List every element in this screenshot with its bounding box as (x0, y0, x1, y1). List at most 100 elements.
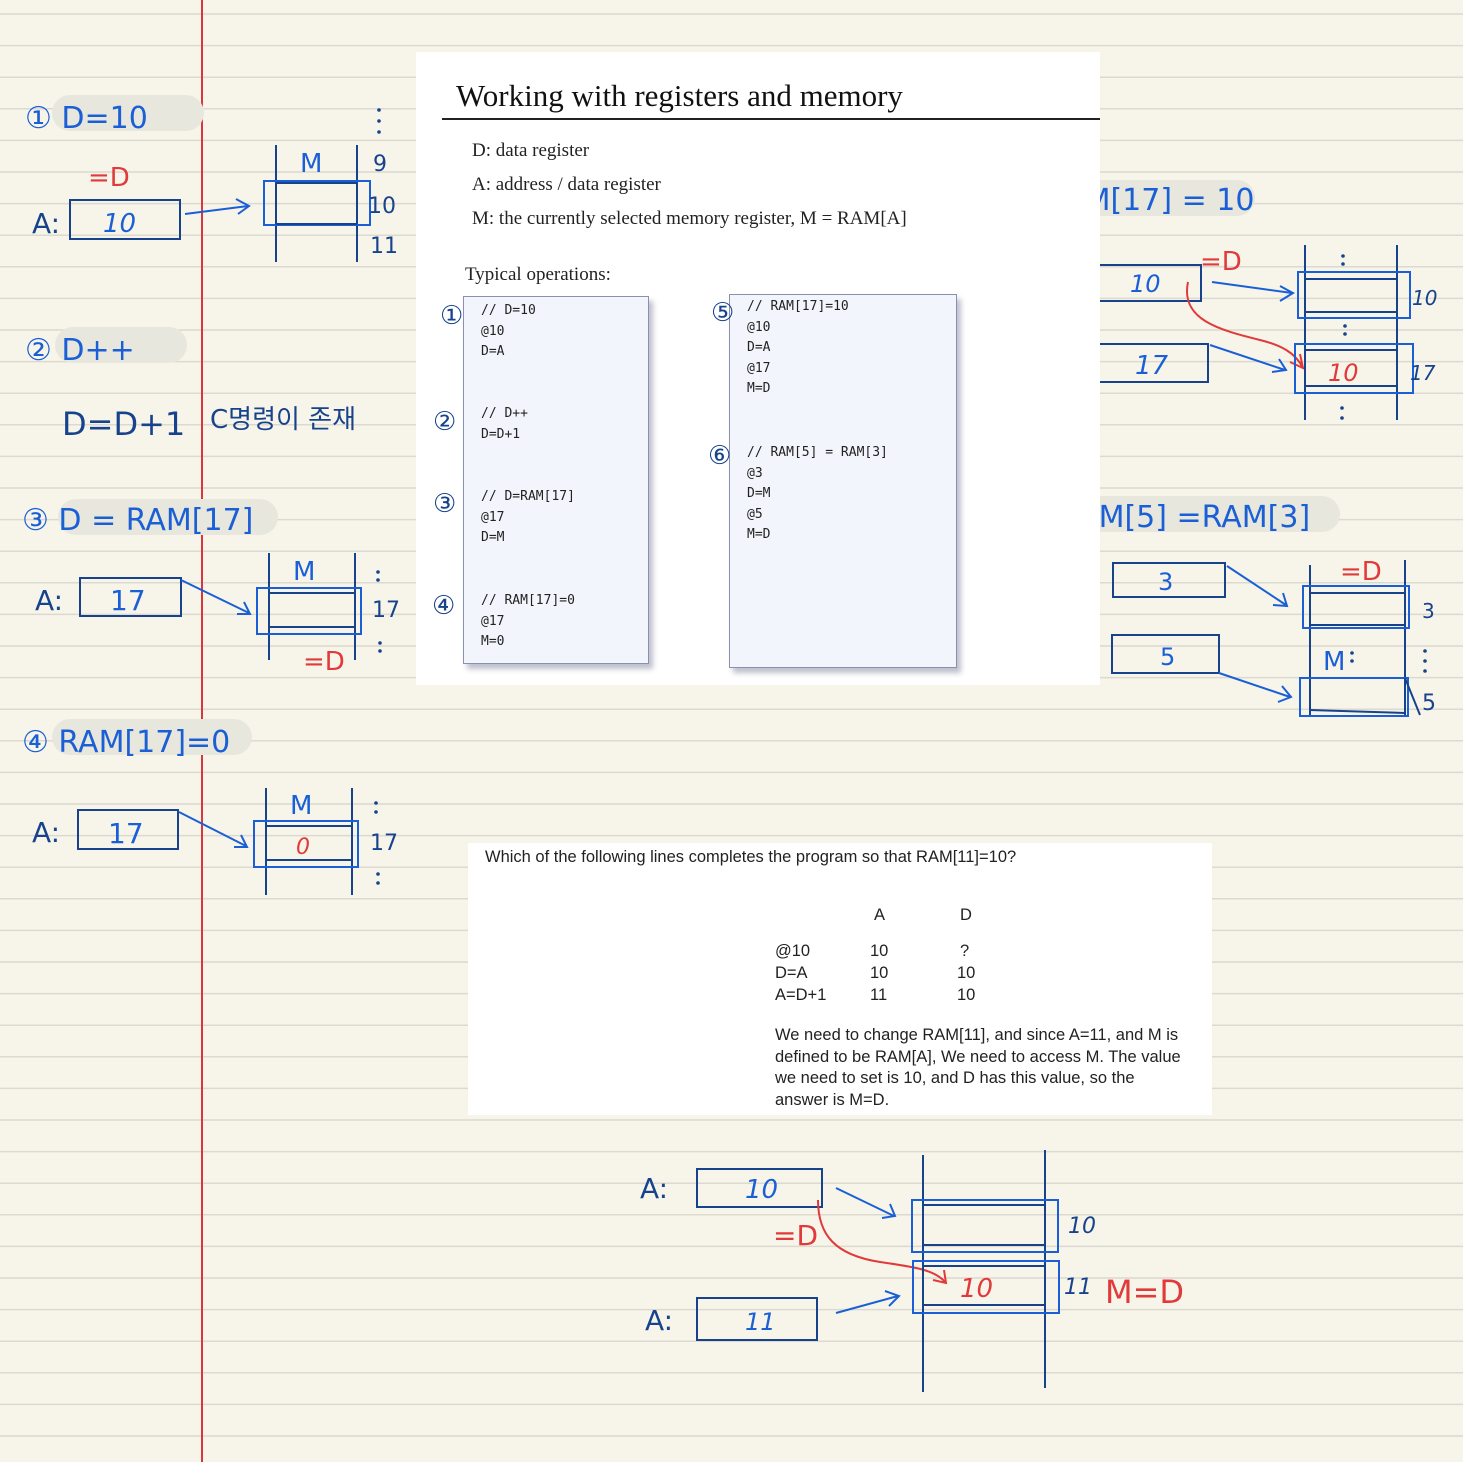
section-4: ④ RAM[17]=0 A: 17 M 0 17 (22, 725, 398, 895)
table-header-a: A (874, 906, 886, 924)
section-1-a-box (69, 199, 181, 240)
marker-1: ① (440, 301, 463, 331)
section-1: ① D=10 =D A: 10 M 9 10 11 (25, 101, 398, 262)
section-6-cell-5 (1299, 677, 1409, 717)
section-4-a-value: 17 (108, 817, 144, 850)
section-6-a2-box (1111, 634, 1220, 674)
section-2-note: C명령이 존재 (210, 405, 356, 435)
answer-cell-10 (911, 1199, 1059, 1253)
section-5-dots (1340, 254, 1347, 420)
answer-red-arrow (817, 1199, 948, 1285)
section-3-arrow (180, 579, 252, 615)
section-5-cell-value: 10 (1328, 359, 1359, 387)
table-row-3-a: 11 (870, 986, 888, 1004)
table-row-2-instr: D=A (775, 964, 808, 982)
answer-eq-d: =D (773, 1219, 818, 1252)
section-5-cell-17 (1294, 343, 1414, 394)
answer-a1-box (696, 1168, 823, 1208)
slide-def-d: D: data register (472, 140, 590, 161)
marker-6: ⑥ (708, 441, 731, 471)
section-5-a2-value: 17 (1135, 351, 1169, 381)
section-1-a-label: A: (32, 207, 60, 240)
question-explanation: We need to change RAM[11], and since A=1… (775, 1026, 1181, 1109)
section-1-row-9: 9 (373, 152, 387, 177)
question-panel: Which of the following lines completes t… (468, 843, 1212, 1115)
section-6-row-5: 5 (1422, 691, 1436, 716)
section-6-a1-box (1112, 562, 1226, 598)
section-3-row-17: 17 (372, 598, 400, 623)
answer-a1-label: A: (640, 1172, 668, 1205)
section-5-eq-d: =D (1200, 247, 1242, 277)
answer-a2-label: A: (645, 1304, 673, 1337)
section-1-arrow (184, 198, 251, 215)
section-3-m-label: M (293, 557, 315, 587)
section-1-label: ① D=10 (25, 101, 148, 136)
section-3-label: ③ D = RAM[17] (22, 503, 253, 538)
slide-typical-heading: Typical operations: (465, 264, 611, 285)
section-4-arrow (178, 811, 249, 848)
section-5-row-17: 17 (1410, 361, 1436, 385)
section-1-eq-d: =D (88, 163, 130, 193)
section-1-m-label: M (300, 149, 322, 179)
section-5-cell-10 (1297, 271, 1411, 319)
code-block-2: // D++D=D+1 (481, 406, 528, 442)
table-row-2-d: 10 (957, 964, 976, 982)
section-6-row-3: 3 (1422, 599, 1435, 623)
section-3-m-cell (256, 587, 362, 635)
slide-panel: Working with registers and memory D: dat… (416, 52, 1100, 685)
section-6-arrow-1 (1226, 565, 1289, 608)
answer-a2-value: 11 (745, 1308, 776, 1336)
section-1-row-10: 10 (368, 194, 396, 219)
section-3-a-label: A: (35, 584, 63, 617)
section-5-row-10: 10 (1412, 286, 1437, 310)
answer-row-11: 11 (1064, 1275, 1092, 1300)
answer-cell-value: 10 (960, 1274, 993, 1304)
answer-a2-box (696, 1297, 818, 1341)
answer-a1-value: 10 (745, 1175, 778, 1205)
answer-row-10: 10 (1068, 1214, 1096, 1239)
marker-4: ④ (432, 591, 455, 621)
section-2-equation: D=D+1 (62, 405, 185, 443)
slide-def-m: M: the currently selected memory registe… (472, 208, 907, 229)
answer-arrow-1 (835, 1187, 897, 1219)
question-prompt: Which of the following lines completes t… (485, 848, 1017, 866)
slide-title-rule (442, 118, 1100, 120)
section-3-dots (376, 570, 382, 653)
section-2: ② D++ D=D+1 C명령이 존재 (25, 333, 356, 443)
slide-def-a: A: address / data register (472, 174, 661, 195)
table-row-1-d: ? (960, 942, 970, 960)
section-4-m-cell (253, 820, 359, 868)
section-4-m-label: M (290, 791, 312, 821)
answer-m-eq-d: M=D (1105, 1273, 1184, 1311)
section-3: ③ D = RAM[17] A: 17 M =D 17 (22, 503, 400, 677)
table-row-2-a: 10 (870, 964, 889, 982)
section-6-arrow-2 (1218, 672, 1293, 703)
section-1-dots (377, 108, 381, 134)
section-3-a-box (79, 577, 182, 617)
section-2-label: ② D++ (25, 333, 135, 368)
table-header-d: D (960, 906, 972, 924)
table-row-1-a: 10 (870, 942, 889, 960)
table-row-3-d: 10 (957, 986, 976, 1004)
section-5-arrow-1 (1211, 281, 1296, 302)
section-6-a2-value: 5 (1160, 643, 1175, 671)
highlights (52, 95, 1340, 755)
marker-5: ⑤ (711, 298, 734, 328)
section-3-a-value: 17 (110, 584, 146, 617)
slide-title: Working with registers and memory (456, 78, 903, 113)
marker-2: ② (433, 407, 456, 437)
answer-diagram: A: 10 =D A: 11 10 10 11 M=D (640, 1150, 1184, 1392)
section-1-a-value: 10 (103, 209, 136, 239)
section-4-row-17: 17 (370, 831, 398, 856)
section-6-m-label: M (1323, 647, 1345, 677)
section-6-eq-d: =D (1340, 557, 1382, 587)
section-4-cell-value: 0 (296, 835, 310, 860)
